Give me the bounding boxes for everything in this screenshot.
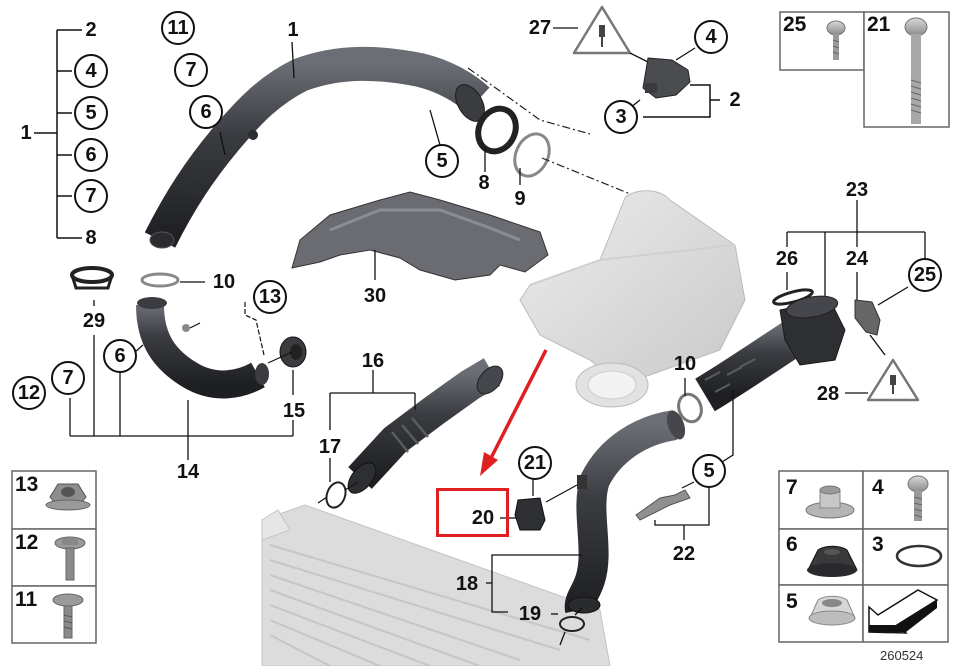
- hose-part-16: [347, 358, 504, 494]
- hose-part-1: [144, 46, 490, 249]
- label-part-20-highlighted[interactable]: 20: [471, 507, 495, 529]
- label-part-17[interactable]: 17: [318, 436, 342, 458]
- hose-part-23: [695, 295, 846, 412]
- callout-part-6[interactable]: 6: [189, 95, 223, 129]
- box-label-3: 3: [872, 533, 884, 556]
- direction-arrow-icon: [868, 589, 939, 634]
- callout-part-5-hose[interactable]: 5: [425, 144, 459, 178]
- air-filter-box: [519, 190, 746, 408]
- callout-part-13[interactable]: 13: [253, 280, 287, 314]
- label-part-10-left[interactable]: 10: [212, 271, 236, 293]
- label-part-26[interactable]: 26: [775, 248, 799, 270]
- callout-part-12[interactable]: 12: [12, 376, 46, 410]
- label-part-22[interactable]: 22: [672, 543, 696, 565]
- label-part-10-right[interactable]: 10: [673, 353, 697, 375]
- label-part-8-kit[interactable]: 8: [85, 227, 97, 249]
- label-part-24[interactable]: 24: [845, 248, 869, 270]
- label-part-23[interactable]: 23: [845, 179, 869, 201]
- box-label-12: 12: [15, 531, 39, 554]
- red-arrow-annotation: [480, 349, 548, 476]
- document-number: 260524: [880, 648, 924, 663]
- label-part-29[interactable]: 29: [82, 310, 106, 332]
- label-part-15[interactable]: 15: [282, 400, 306, 422]
- callout-part-3[interactable]: 3: [604, 100, 638, 134]
- box-label-13: 13: [15, 473, 39, 496]
- callout-part-7-lower[interactable]: 7: [51, 361, 85, 395]
- callout-part-11[interactable]: 11: [161, 11, 195, 45]
- callout-part-21[interactable]: 21: [518, 446, 552, 480]
- hex-bolt-11-icon: [52, 593, 84, 639]
- o-ring-3-icon: [895, 544, 943, 568]
- callout-part-7[interactable]: 7: [174, 53, 208, 87]
- label-part-19[interactable]: 19: [518, 603, 542, 625]
- callout-part-25[interactable]: 25: [908, 258, 942, 292]
- box-label-5: 5: [786, 590, 798, 613]
- hose-part-18: [564, 410, 686, 614]
- sensor-part-24: [854, 299, 881, 336]
- torx-screw-4-icon: [907, 475, 929, 521]
- box-label-7: 7: [786, 476, 798, 499]
- intercooler: [261, 504, 611, 666]
- label-part-28[interactable]: 28: [816, 383, 840, 405]
- label-part-16[interactable]: 16: [361, 350, 385, 372]
- sensor-part-3: [642, 57, 691, 99]
- rubber-grommet-6-icon: [807, 545, 858, 577]
- box-label-11: 11: [15, 588, 38, 611]
- screw-21-icon: [904, 17, 928, 124]
- callout-part-7-kit[interactable]: 7: [74, 179, 108, 213]
- label-part-27[interactable]: 27: [528, 17, 552, 39]
- callout-part-5-kit[interactable]: 5: [74, 96, 108, 130]
- label-part-2[interactable]: 2: [729, 89, 741, 111]
- callout-part-5-right[interactable]: 5: [692, 454, 726, 488]
- callout-part-4-kit[interactable]: 4: [74, 54, 108, 88]
- box-label-6: 6: [786, 533, 798, 556]
- label-part-1-kit[interactable]: 1: [20, 122, 32, 144]
- screw-25-icon: [826, 20, 846, 60]
- electrical-warning-triangle-27: [572, 5, 632, 55]
- label-part-2-kit[interactable]: 2: [85, 19, 97, 41]
- hex-bolt-12-icon: [54, 536, 86, 581]
- highlight-box-part-20: [436, 488, 509, 537]
- label-part-30[interactable]: 30: [363, 285, 387, 307]
- flange-nut-13-icon: [45, 483, 91, 511]
- box-label-25: 25: [783, 13, 807, 36]
- electrical-warning-triangle-28: [866, 358, 920, 402]
- label-part-9[interactable]: 9: [514, 188, 526, 210]
- bushing-7-icon: [805, 485, 855, 519]
- callout-part-6-kit[interactable]: 6: [74, 138, 108, 172]
- label-part-1[interactable]: 1: [287, 19, 299, 41]
- callout-part-6-lower[interactable]: 6: [103, 339, 137, 373]
- label-part-8[interactable]: 8: [478, 172, 490, 194]
- box-label-21: 21: [867, 13, 891, 36]
- hose-part-14: [136, 297, 269, 399]
- label-part-14[interactable]: 14: [176, 461, 200, 483]
- box-label-4: 4: [872, 476, 884, 499]
- spacer-5-icon: [808, 595, 856, 626]
- callout-part-4[interactable]: 4: [694, 20, 728, 54]
- kit-bracket-1: [34, 29, 82, 239]
- label-part-18[interactable]: 18: [455, 573, 479, 595]
